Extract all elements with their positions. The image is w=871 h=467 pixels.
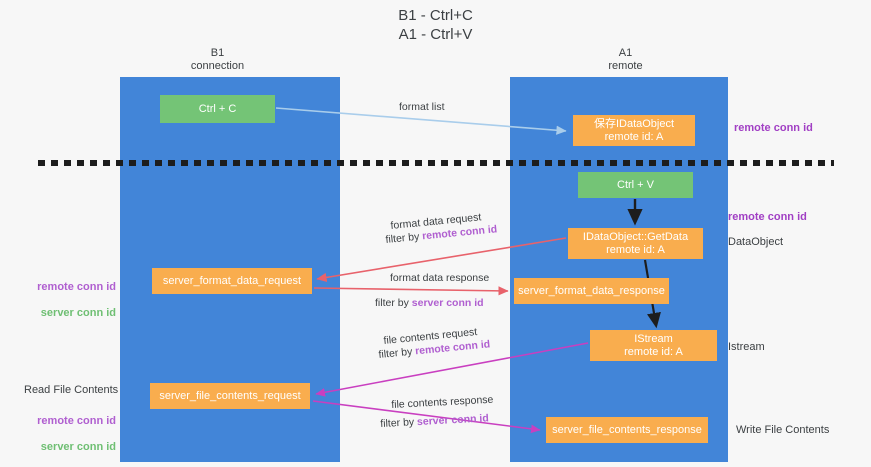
node-server-file-contents-response[interactable]: server_file_contents_response — [546, 417, 708, 443]
left-remote-conn-id: remote conn id — [37, 415, 116, 427]
node-istream[interactable]: IStream remote id: A — [590, 330, 717, 361]
side-label-remote-conn-id-mid: remote conn id — [728, 211, 807, 223]
side-label-read-file-contents: Read File Contents — [24, 384, 119, 396]
edge-label-file-contents-response-filter: filter by server conn id — [380, 412, 489, 431]
node-istream-label: IStream — [634, 332, 673, 345]
node-idataobject[interactable]: 保存IDataObject remote id: A — [573, 115, 695, 146]
side-label-dataobject: DataObject — [728, 236, 784, 248]
node-server-format-data-response[interactable]: server_format_data_response — [514, 278, 669, 304]
node-ctrl-c[interactable]: Ctrl + C — [160, 95, 275, 123]
edge-label-format-data-response-filter: filter by server conn id — [375, 297, 484, 310]
filter-prefix: filter by — [378, 345, 416, 361]
side-label-write-file-contents: Write File Contents — [736, 424, 830, 436]
filter-prefix: filter by — [375, 297, 412, 309]
node-idataobject-sublabel: remote id: A — [604, 130, 664, 143]
node-idataobject-getdata[interactable]: IDataObject::GetData remote id: A — [568, 228, 703, 259]
node-ctrl-v[interactable]: Ctrl + V — [578, 172, 693, 198]
lane-heading-b1: B1 connection — [190, 47, 245, 72]
node-idataobject-label: 保存IDataObject — [593, 117, 675, 130]
edge-label-file-contents-response: file contents response — [391, 393, 494, 411]
node-ctrl-c-label: Ctrl + C — [198, 102, 237, 115]
lane-heading-a1: A1 remote — [608, 47, 643, 72]
filter-prefix: filter by — [380, 416, 418, 430]
node-server-file-contents-request[interactable]: server_file_contents_request — [150, 383, 310, 409]
filter-prefix: filter by — [385, 230, 423, 246]
side-label-remote-conn-id-top: remote conn id — [734, 122, 813, 134]
node-getdata-label: IDataObject::GetData — [582, 230, 689, 243]
node-server-format-data-request[interactable]: server_format_data_request — [152, 268, 312, 294]
edge-label-format-list: format list — [399, 101, 445, 113]
node-server-file-contents-request-label: server_file_contents_request — [159, 389, 301, 402]
left-server-conn-id: server conn id — [40, 307, 116, 319]
node-server-format-data-request-label: server_format_data_request — [162, 274, 302, 287]
node-ctrl-v-label: Ctrl + V — [617, 178, 654, 191]
node-server-format-data-response-label: server_format_data_response — [518, 284, 665, 297]
left-server-conn-id: server conn id — [40, 441, 116, 453]
filter-key-server-conn-id: server conn id — [411, 297, 484, 309]
side-label-istream: Istream — [728, 341, 765, 353]
edge-label-format-data-response: format data response — [390, 272, 490, 284]
divider-dashed-line — [38, 160, 834, 166]
node-getdata-sublabel: remote id: A — [606, 243, 665, 256]
side-label-left-conn-ids-upper: remote conn id server conn id — [22, 268, 116, 333]
node-istream-sublabel: remote id: A — [624, 345, 683, 358]
node-server-file-contents-response-label: server_file_contents_response — [552, 423, 702, 436]
page-title: B1 - Ctrl+C A1 - Ctrl+V — [398, 7, 473, 43]
left-remote-conn-id: remote conn id — [37, 281, 116, 293]
side-label-left-conn-ids-lower: remote conn id server conn id — [22, 402, 116, 467]
filter-key-server-conn-id: server conn id — [416, 412, 490, 429]
arrow-format-data-response — [313, 286, 509, 296]
